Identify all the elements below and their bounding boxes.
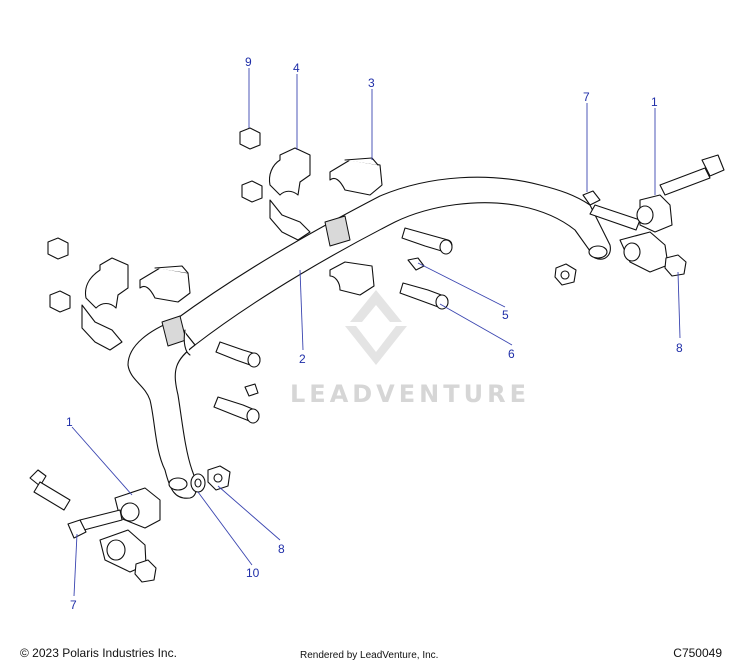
bolt-group [213, 227, 453, 424]
callout-7-top: 7 [583, 90, 590, 104]
callout-9: 9 [245, 55, 252, 69]
diagram-code: C750049 [673, 646, 722, 660]
callout-4: 4 [293, 61, 300, 75]
watermark-logo-icon [350, 290, 402, 322]
callout-5: 5 [502, 308, 509, 322]
callout-6: 6 [508, 347, 515, 361]
callout-10: 10 [246, 566, 260, 580]
rendered-by-text: Rendered by LeadVenture, Inc. [300, 650, 439, 661]
bushing-left [139, 265, 191, 303]
callout-7-bottom: 7 [70, 598, 77, 612]
stabilizer-bar [127, 176, 611, 499]
link-left [29, 465, 231, 583]
watermark: LEADVENTURE [290, 290, 530, 408]
callout-1-top: 1 [651, 95, 658, 109]
watermark-logo-lower-icon [345, 326, 407, 365]
callout-2: 2 [299, 352, 306, 366]
copyright-text: © 2023 Polaris Industries Inc. [20, 646, 177, 660]
callout-1-bottom: 1 [66, 415, 73, 429]
callouts: 9 4 3 7 1 5 6 2 8 1 7 10 8 [66, 55, 683, 612]
watermark-text: LEADVENTURE [290, 380, 530, 408]
leader-lines [71, 68, 681, 597]
callout-8-right: 8 [676, 341, 683, 355]
callout-8-bottom: 8 [278, 542, 285, 556]
bracket-top [268, 147, 311, 241]
nut-group [47, 127, 263, 313]
bracket-left [81, 257, 129, 351]
link-right [554, 154, 725, 286]
callout-3: 3 [368, 76, 375, 90]
